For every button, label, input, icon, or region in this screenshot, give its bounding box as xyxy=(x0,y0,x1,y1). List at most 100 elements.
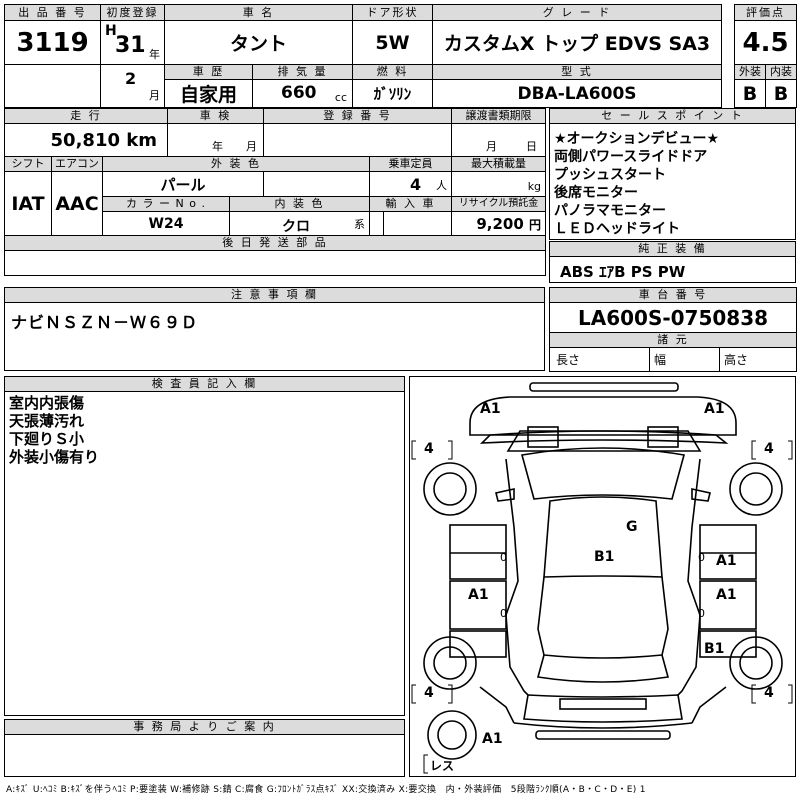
load-unit: kg xyxy=(527,180,542,193)
sales-points-box: セ ー ル ス ポ イ ン ト ★オークションデビュー★両側パワースライドドアプ… xyxy=(549,108,796,240)
small-mark-2: 0 xyxy=(698,551,705,564)
equipment-value: ABS ｴｱB PS PW xyxy=(560,263,686,281)
first-reg-month: 2 xyxy=(125,69,137,88)
color-no: W24 xyxy=(101,211,231,236)
car-name-label: 車 名 xyxy=(164,4,353,21)
inspector-note: 天張薄汚れ xyxy=(9,412,85,430)
mark-front-left: A1 xyxy=(480,401,501,417)
fuel-label: 燃 料 xyxy=(352,64,433,80)
model-label: 型 式 xyxy=(431,64,723,80)
car-diagram: 4 4 4 4 レス A1 A1 G B1 A1 A1 A1 B1 A1 0 0… xyxy=(409,376,796,777)
inspection-label: 車 検 xyxy=(167,108,265,124)
tire-front-right: 4 xyxy=(764,441,774,457)
tire-front-left: 4 xyxy=(424,441,434,457)
spec-label: 諸 元 xyxy=(548,332,798,348)
car-name: タント xyxy=(164,20,353,65)
tire-rear-right: 4 xyxy=(764,685,774,701)
history: 自家用 xyxy=(164,79,253,108)
mark-left-rear-door: A1 xyxy=(468,587,489,603)
reg-no-cell xyxy=(263,123,453,157)
mark-rear-bumper: A1 xyxy=(482,731,503,747)
recycle-unit: 円 xyxy=(529,218,542,232)
width-label: 幅 xyxy=(649,347,720,372)
color-label: 外 装 色 xyxy=(101,156,371,172)
detail-table: 走 行 車 検 登 録 番 号 譲渡書類期限 50,810 km 年 月 月 日… xyxy=(3,108,547,276)
displacement-label: 排 気 量 xyxy=(252,64,353,80)
transfer-label: 譲渡書類期限 xyxy=(451,108,547,124)
later-parts-cell xyxy=(3,250,547,276)
transfer-day-unit: 日 xyxy=(526,140,538,153)
sales-points-list: ★オークションデビュー★両側パワースライドドアプッシュスタート後席モニターパノラ… xyxy=(550,124,795,238)
inspector-note: 下廻りＳ小 xyxy=(9,430,85,448)
chassis-label: 車 台 番 号 xyxy=(548,287,798,303)
recycle: 9,200 xyxy=(476,215,524,233)
year-unit: 年 xyxy=(149,48,160,61)
exterior-label: 外装 xyxy=(734,64,767,80)
interior-score: B xyxy=(765,79,798,108)
reg-no-label: 登 録 番 号 xyxy=(263,108,453,124)
sales-points-label: セ ー ル ス ポ イ ン ト xyxy=(550,109,795,124)
exterior-color: パール xyxy=(101,171,265,197)
month-unit: 月 xyxy=(149,89,160,102)
inspector-notes: 室内内張傷天張薄汚れ下廻りＳ小外装小傷有り xyxy=(5,392,404,466)
int-color-cell: クロ 系 xyxy=(229,211,371,236)
recycle-cell: 9,200 円 xyxy=(451,211,547,236)
transfer-month-unit: 月 xyxy=(486,140,498,153)
color-no-label: カ ラ ー N o . xyxy=(101,196,231,212)
inspector-note: 外装小傷有り xyxy=(9,448,100,466)
legend: A:ｷｽﾞ U:ﾍｺﾐ B:ｷｽﾞを伴うﾍｺﾐ P:要塗装 W:補修跡 S:錆 … xyxy=(6,785,646,795)
mark-right-rear-door: A1 xyxy=(716,587,737,603)
mark-right-front-door: A1 xyxy=(716,553,737,569)
first-reg-month-cell: 2 月 xyxy=(100,64,165,108)
mileage-unit: km xyxy=(126,130,158,151)
equipment-label: 純 正 装 備 xyxy=(550,242,795,257)
shift-label: シフト xyxy=(4,156,52,172)
sales-point-item: 後席モニター xyxy=(554,185,638,201)
capacity: 4 xyxy=(410,175,422,194)
score: 4.5 xyxy=(734,20,798,65)
spare-tire-note: レス xyxy=(430,759,455,773)
tire-rear-left: 4 xyxy=(424,685,434,701)
displacement: 660 xyxy=(281,83,317,103)
recycle-label: リサイクル預託金 xyxy=(451,196,547,212)
capacity-unit: 人 xyxy=(436,179,448,192)
sales-point-item: パノラマモニター xyxy=(554,203,666,219)
chassis-table: 車 台 番 号 LA600S-0750838 諸 元 長さ 幅 高さ xyxy=(548,287,798,372)
interior-label: 内装 xyxy=(765,64,798,80)
exterior-score: B xyxy=(734,79,767,108)
load-label: 最大積載量 xyxy=(451,156,547,172)
import-label: 輸 入 車 xyxy=(369,196,453,212)
load-cell: kg xyxy=(451,171,547,197)
inspection-year-unit: 年 xyxy=(212,140,224,153)
capacity-label: 乗車定員 xyxy=(369,156,453,172)
int-color: クロ xyxy=(282,219,311,235)
inspection-cell: 年 月 xyxy=(167,123,265,157)
first-reg-year-cell: H 31 年 xyxy=(100,20,165,65)
ac-label: エアコン xyxy=(51,156,103,172)
equipment-box: 純 正 装 備 ABS ｴｱB PS PW xyxy=(549,241,796,283)
inspection-month-unit: 月 xyxy=(246,140,258,153)
shift: IAT xyxy=(4,171,52,236)
mark-roof: B1 xyxy=(594,549,615,565)
grade-label: グ レ ー ド xyxy=(431,4,723,21)
small-mark-1: 0 xyxy=(500,551,507,564)
door-label: ドア形状 xyxy=(352,4,433,21)
sales-point-item: ★オークションデビュー★ xyxy=(554,131,720,147)
transfer-cell: 月 日 xyxy=(451,123,547,157)
mark-front-right: A1 xyxy=(704,401,725,417)
header-table: 出 品 番 号 初度登録 車 名 ドア形状 グ レ ー ド 評価点 3119 H… xyxy=(4,4,798,108)
history-label: 車 歴 xyxy=(164,64,253,80)
length-label: 長さ xyxy=(549,347,650,372)
mark-windshield: G xyxy=(626,519,638,535)
door-type: 5W xyxy=(352,20,433,65)
mileage-cell: 50,810 km xyxy=(3,123,169,157)
lot-number: 3119 xyxy=(4,20,101,65)
sales-point-item: プッシュスタート xyxy=(554,167,666,183)
fuel: ｶﾞｿﾘﾝ xyxy=(352,79,433,108)
ac: AAC xyxy=(51,171,103,236)
int-color-unit: 系 xyxy=(354,218,366,231)
era: H xyxy=(105,23,117,39)
model: DBA-LA600S xyxy=(431,79,723,108)
inspector-note: 室内内張傷 xyxy=(9,394,85,412)
later-parts-label: 後 日 発 送 部 品 xyxy=(3,235,547,251)
